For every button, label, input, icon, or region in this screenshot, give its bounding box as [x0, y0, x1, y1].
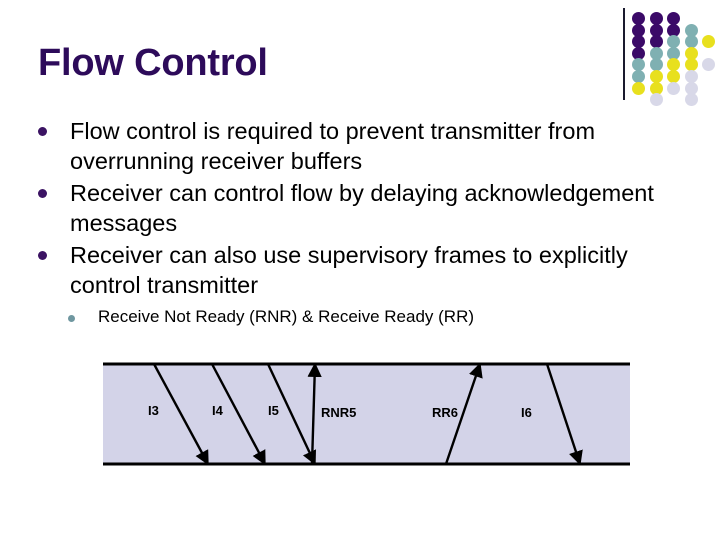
- diagram-labels: I3 I4 I5 RNR5 RR6 I6: [148, 403, 532, 420]
- frame-arrow-i3: [152, 363, 210, 466]
- sliding-window-timing-diagram: I3 I4 I5 RNR5 RR6 I6: [96, 358, 630, 488]
- frame-label-i6: I6: [521, 405, 532, 420]
- frame-arrow-rnr5: [307, 362, 322, 465]
- dot-grid-dot: [684, 35, 698, 49]
- list-item-label: Receiver can control flow by delaying ac…: [70, 180, 654, 236]
- dot-grid-dot: [684, 46, 698, 60]
- dot-grid-dot: [667, 35, 680, 49]
- dot-grid-dot: [684, 81, 698, 95]
- dot-grid-dot: [667, 12, 680, 25]
- page-title: Flow Control: [38, 42, 268, 84]
- dot-grid-dot: [649, 46, 663, 60]
- dot-grid-dot: [649, 35, 663, 49]
- dot-grid-decoration: [632, 12, 720, 107]
- frame-label-rnr5: RNR5: [321, 405, 356, 420]
- diagram-band: [103, 364, 630, 464]
- diagram-shapes: [103, 362, 630, 466]
- dot-grid-dot: [667, 58, 680, 72]
- dot-grid-dot: [632, 81, 645, 95]
- dot-grid-dot: [649, 70, 663, 83]
- sub-list-item: Receive Not Ready (RNR) & Receive Ready …: [68, 306, 474, 328]
- disc-bullet-small-icon: [68, 306, 98, 322]
- dot-grid-dot: [632, 23, 645, 37]
- dot-grid-dot: [702, 35, 715, 49]
- dot-grid-dot: [684, 23, 698, 37]
- list-item-label: Flow control is required to prevent tran…: [70, 118, 596, 174]
- dot-grid-dot: [632, 12, 645, 25]
- frame-label-i5: I5: [268, 403, 279, 418]
- dot-grid-dot: [667, 81, 680, 95]
- list-item-label: Receiver can also use supervisory frames…: [70, 242, 628, 298]
- list-item: Flow control is required to prevent tran…: [38, 116, 678, 176]
- sub-list-item-label: Receive Not Ready (RNR) & Receive Ready …: [98, 307, 475, 326]
- dot-grid-dot: [667, 23, 680, 37]
- dot-grid-dot: [649, 81, 663, 95]
- frame-arrow-i5: [266, 363, 317, 466]
- list-item: Receiver can control flow by delaying ac…: [38, 178, 678, 238]
- disc-bullet-icon: [38, 116, 70, 136]
- dot-grid-dot: [649, 12, 663, 25]
- dot-grid-dot: [667, 70, 680, 83]
- disc-bullet-icon: [38, 178, 70, 198]
- dot-grid-dot: [684, 70, 698, 83]
- frame-arrow-i6: [545, 363, 583, 466]
- dot-grid-dot: [684, 58, 698, 72]
- dot-grid-dot: [632, 70, 645, 83]
- frame-label-rr6: RR6: [432, 405, 458, 420]
- dot-grid-dot: [632, 46, 645, 60]
- dot-grid-dot: [632, 35, 645, 49]
- frame-arrow-i4: [210, 363, 267, 466]
- bullet-list: Flow control is required to prevent tran…: [38, 116, 678, 302]
- dot-grid-dot: [649, 93, 663, 107]
- frame-label-i4: I4: [212, 403, 224, 418]
- dot-grid-dot: [649, 23, 663, 37]
- frame-arrow-rr6: [444, 362, 483, 465]
- dot-grid-dot: [649, 58, 663, 72]
- dot-grid-dot: [632, 58, 645, 72]
- dot-grid-dot: [702, 58, 715, 72]
- dot-grid-dot: [667, 46, 680, 60]
- list-item: Receiver can also use supervisory frames…: [38, 240, 678, 300]
- frame-label-i3: I3: [148, 403, 159, 418]
- header-divider-line: [623, 8, 625, 100]
- dot-grid-dot: [684, 93, 698, 107]
- disc-bullet-icon: [38, 240, 70, 260]
